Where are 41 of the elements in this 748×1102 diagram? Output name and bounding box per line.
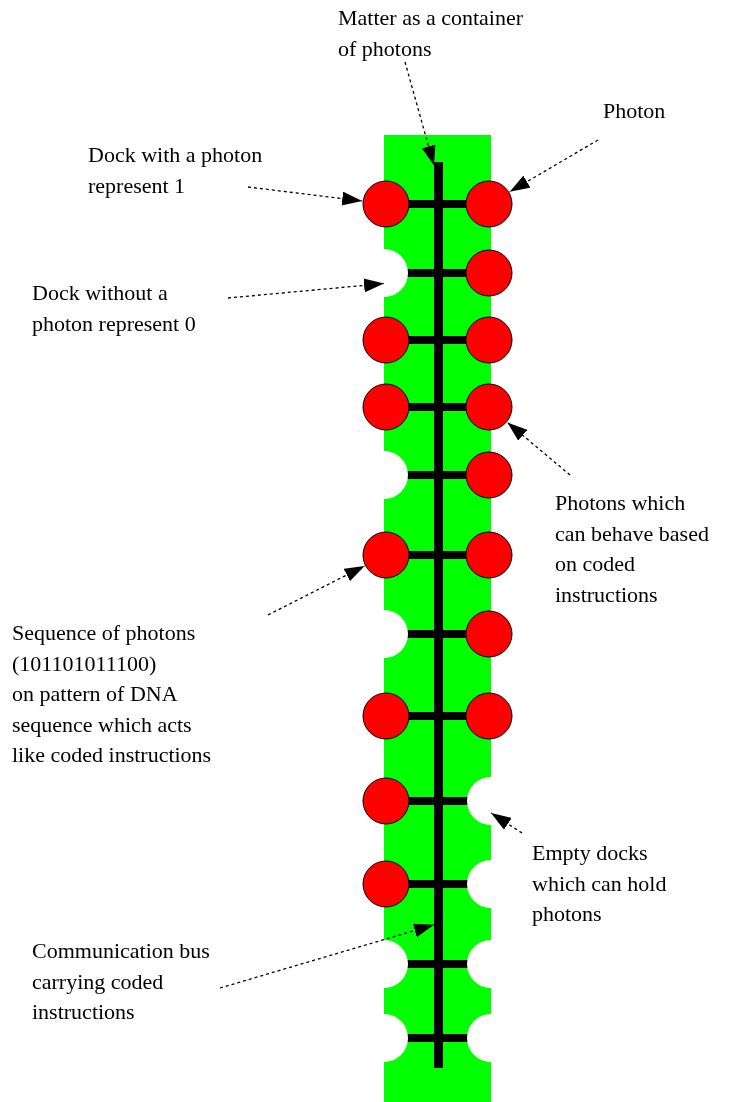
photon-circle — [362, 692, 410, 740]
annotation-text: Matter as a container of photons — [338, 3, 524, 64]
annotation-text: Dock without a photon represent 0 — [32, 278, 196, 339]
annotation-text: Dock with a photon represent 1 — [88, 140, 263, 201]
photon-circle — [465, 383, 513, 431]
leader-arrow — [247, 186, 363, 206]
annotation-text: Sequence of photons (101101011100) on pattern of DNA sequence which acts like coded instructions — [12, 618, 212, 771]
photon-circle — [465, 692, 513, 740]
bus-bar — [434, 162, 443, 1068]
leader-arrow — [267, 565, 366, 616]
photon-circle — [362, 860, 410, 908]
empty-dock — [467, 860, 491, 908]
empty-dock — [467, 777, 491, 825]
photon-circle — [465, 249, 513, 297]
photon-circle — [362, 383, 410, 431]
photon-circle — [362, 777, 410, 825]
photon-circle — [465, 451, 513, 499]
leader-arrow — [219, 923, 435, 989]
annotation-text: Photon — [603, 96, 666, 127]
leader-arrow — [509, 139, 599, 193]
photon-circle — [362, 531, 410, 579]
empty-dock — [384, 610, 408, 658]
leader-arrow — [506, 421, 571, 476]
leader-arrow — [404, 61, 436, 167]
photon-circle — [362, 316, 410, 364]
photon-circle — [465, 531, 513, 579]
empty-dock — [384, 940, 408, 988]
photon-circle — [465, 610, 513, 658]
annotation-text: Empty docks which can hold photons — [532, 838, 667, 930]
empty-dock — [384, 249, 408, 297]
photon-circle — [362, 180, 410, 228]
empty-dock — [384, 1014, 408, 1062]
leader-arrow — [227, 278, 385, 299]
leader-arrow — [490, 812, 523, 834]
photon-circle — [465, 316, 513, 364]
empty-dock — [467, 940, 491, 988]
empty-dock — [467, 1014, 491, 1062]
empty-dock — [384, 451, 408, 499]
photon-circle — [465, 180, 513, 228]
annotation-text: Photons which can behave based on coded instructions — [555, 488, 709, 610]
annotation-text: Communication bus carrying coded instructions — [32, 936, 210, 1028]
